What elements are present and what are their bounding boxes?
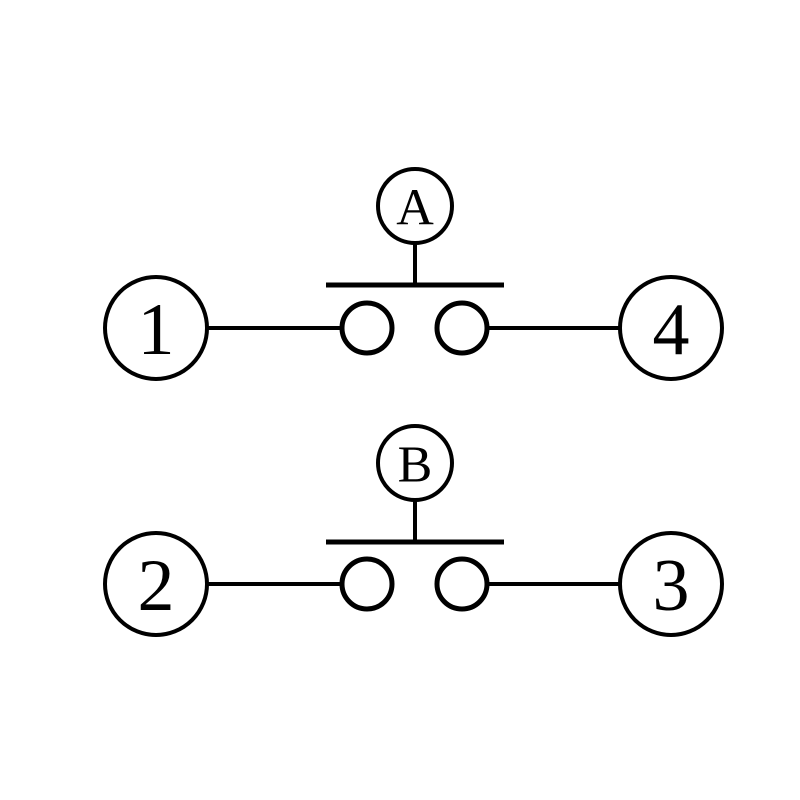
actuator-label-a: A	[396, 180, 434, 237]
terminal-ring-3	[618, 531, 724, 637]
terminal-ring-1	[103, 275, 209, 381]
actuator-label-b: B	[398, 437, 433, 494]
contact-point-left-a	[339, 300, 395, 356]
terminal-ring-2	[103, 531, 209, 637]
pole-group-b: 2 3 B	[103, 424, 724, 637]
terminal-ring-4	[618, 275, 724, 381]
contact-point-right-b	[434, 556, 490, 612]
actuator-ring-b	[376, 424, 454, 502]
terminal-label-4: 4	[653, 289, 690, 371]
terminal-label-3: 3	[653, 545, 690, 627]
terminal-label-2: 2	[138, 545, 175, 627]
actuator-ring-a	[376, 167, 454, 245]
contact-point-left-b	[339, 556, 395, 612]
terminal-label-1: 1	[138, 289, 175, 371]
contact-point-right-a	[434, 300, 490, 356]
pole-group-a: 1 4 A	[103, 167, 724, 381]
